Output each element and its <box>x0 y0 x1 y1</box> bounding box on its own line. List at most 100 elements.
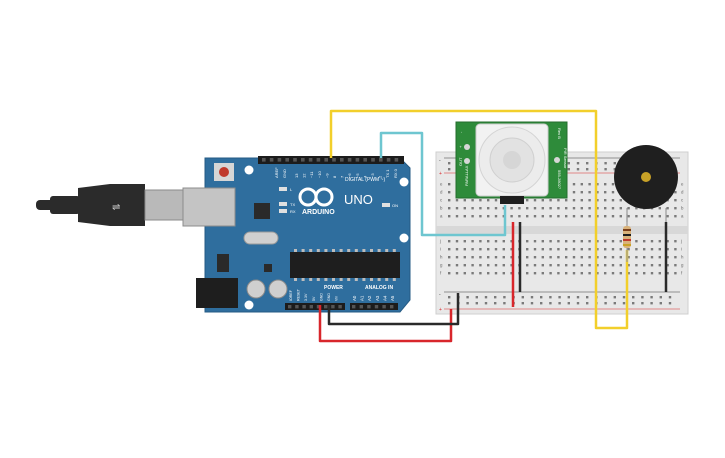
terminal-hole[interactable] <box>510 272 513 275</box>
terminal-hole[interactable] <box>565 215 568 218</box>
rail-hole[interactable] <box>613 162 616 165</box>
terminal-hole[interactable] <box>549 264 552 267</box>
header-pin[interactable] <box>340 158 344 162</box>
header-pin[interactable] <box>386 158 391 162</box>
terminal-hole[interactable] <box>487 256 490 259</box>
terminal-hole[interactable] <box>557 240 560 243</box>
terminal-hole[interactable] <box>541 248 544 251</box>
terminal-hole[interactable] <box>643 256 646 259</box>
terminal-hole[interactable] <box>596 240 599 243</box>
terminal-hole[interactable] <box>502 264 505 267</box>
terminal-hole[interactable] <box>604 191 607 194</box>
terminal-hole[interactable] <box>533 256 537 259</box>
rail-hole[interactable] <box>613 296 616 299</box>
terminal-hole[interactable] <box>549 256 552 259</box>
terminal-hole[interactable] <box>565 272 568 275</box>
rail-hole[interactable] <box>632 302 635 305</box>
header-pin[interactable] <box>367 305 371 309</box>
header-pin[interactable] <box>347 158 352 162</box>
terminal-hole[interactable] <box>518 207 521 210</box>
terminal-hole[interactable] <box>604 256 607 259</box>
terminal-hole[interactable] <box>494 215 498 218</box>
piezo-buzzer[interactable] <box>614 145 678 222</box>
terminal-hole[interactable] <box>565 240 568 243</box>
header-pin[interactable] <box>379 158 383 162</box>
terminal-hole[interactable] <box>635 207 638 210</box>
rail-hole[interactable] <box>530 296 534 299</box>
terminal-hole[interactable] <box>666 256 669 259</box>
terminal-hole[interactable] <box>471 199 474 202</box>
terminal-hole[interactable] <box>533 240 537 243</box>
header-pin[interactable] <box>288 305 292 309</box>
terminal-hole[interactable] <box>463 256 466 259</box>
terminal-hole[interactable] <box>526 272 529 275</box>
rail-hole[interactable] <box>567 168 570 171</box>
terminal-hole[interactable] <box>674 240 677 243</box>
terminal-hole[interactable] <box>596 215 599 218</box>
terminal-hole[interactable] <box>463 272 466 275</box>
terminal-hole[interactable] <box>611 199 615 202</box>
header-pin[interactable] <box>363 158 367 162</box>
terminal-hole[interactable] <box>463 240 466 243</box>
rail-hole[interactable] <box>622 296 626 299</box>
header-pin[interactable] <box>295 305 299 309</box>
resistor[interactable] <box>623 214 631 262</box>
terminal-hole[interactable] <box>658 264 661 267</box>
terminal-hole[interactable] <box>479 240 482 243</box>
rail-hole[interactable] <box>475 302 478 305</box>
rail-hole[interactable] <box>613 302 616 305</box>
terminal-hole[interactable] <box>471 272 474 275</box>
terminal-hole[interactable] <box>471 264 474 267</box>
terminal-hole[interactable] <box>510 207 513 210</box>
terminal-hole[interactable] <box>619 240 622 243</box>
rail-hole[interactable] <box>586 302 589 305</box>
terminal-hole[interactable] <box>557 199 560 202</box>
rail-hole[interactable] <box>540 296 543 299</box>
rail-hole[interactable] <box>494 296 497 299</box>
terminal-hole[interactable] <box>533 248 537 251</box>
header-pin[interactable] <box>293 158 297 162</box>
terminal-hole[interactable] <box>588 199 591 202</box>
terminal-hole[interactable] <box>494 272 498 275</box>
terminal-hole[interactable] <box>541 199 544 202</box>
rail-hole[interactable] <box>466 296 469 299</box>
rail-hole[interactable] <box>567 302 570 305</box>
terminal-hole[interactable] <box>596 199 599 202</box>
terminal-hole[interactable] <box>611 215 615 218</box>
terminal-hole[interactable] <box>588 272 591 275</box>
terminal-hole[interactable] <box>471 215 474 218</box>
header-pin[interactable] <box>277 158 282 162</box>
terminal-hole[interactable] <box>565 264 568 267</box>
terminal-hole[interactable] <box>541 272 544 275</box>
terminal-hole[interactable] <box>580 272 583 275</box>
terminal-hole[interactable] <box>666 272 669 275</box>
terminal-hole[interactable] <box>526 240 529 243</box>
rail-hole[interactable] <box>448 302 451 305</box>
terminal-hole[interactable] <box>471 248 474 251</box>
terminal-hole[interactable] <box>557 264 560 267</box>
header-pin[interactable] <box>301 158 305 162</box>
rail-hole[interactable] <box>641 296 644 299</box>
terminal-hole[interactable] <box>627 248 630 251</box>
terminal-hole[interactable] <box>479 256 482 259</box>
terminal-hole[interactable] <box>557 256 560 259</box>
terminal-hole[interactable] <box>658 248 661 251</box>
rail-hole[interactable] <box>567 162 570 165</box>
rail-hole[interactable] <box>540 302 543 305</box>
terminal-hole[interactable] <box>666 248 669 251</box>
terminal-hole[interactable] <box>455 248 459 251</box>
terminal-hole[interactable] <box>674 256 677 259</box>
terminal-hole[interactable] <box>666 215 669 218</box>
terminal-hole[interactable] <box>580 191 583 194</box>
terminal-hole[interactable] <box>518 215 521 218</box>
rail-hole[interactable] <box>659 296 662 299</box>
terminal-hole[interactable] <box>666 264 669 267</box>
header-pin[interactable] <box>390 305 394 309</box>
header-pin[interactable] <box>308 158 313 162</box>
terminal-hole[interactable] <box>463 264 466 267</box>
terminal-hole[interactable] <box>549 248 552 251</box>
terminal-hole[interactable] <box>565 207 568 210</box>
terminal-hole[interactable] <box>526 215 529 218</box>
terminal-hole[interactable] <box>448 272 451 275</box>
terminal-hole[interactable] <box>572 191 576 194</box>
